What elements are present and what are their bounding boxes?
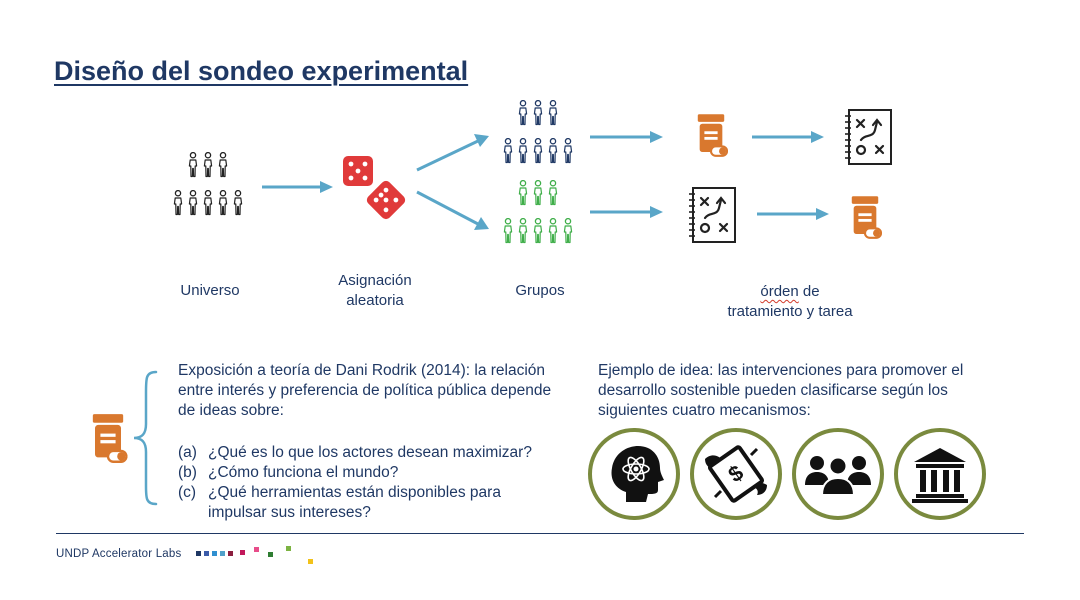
list-item: (b) ¿Cómo funciona el mundo? [178,463,578,483]
mechanism-circle-ideas [588,428,680,520]
list-marker: (b) [178,464,197,481]
group-a-people-icon [503,100,573,164]
label-orden-line1: órden de [700,282,880,302]
arrow-icon [416,190,489,230]
footer-brand: UNDP Accelerator Labs [56,548,182,560]
list-marker: (a) [178,444,197,461]
arrow-icon [590,206,663,218]
list-text: ¿Qué herramientas están disponibles para… [208,483,501,523]
label-asignacion-line1: Asignación [338,272,412,289]
strategy-board-icon [687,186,737,244]
mechanisms-line: Ejemplo de idea: las intervenciones para… [598,362,964,379]
arrow-icon [262,181,333,193]
list-text-line: ¿Qué herramientas están disponibles para [208,484,501,501]
money-wings-icon: $ [705,445,767,503]
rodrik-text-block: Exposición a teoría de Dani Rodrik (2014… [178,361,578,523]
rodrik-intro-line: entre interés y preferencia de política … [178,382,552,399]
label-orden-line2: tratamiento y tarea [727,303,853,320]
mechanisms-text-block: Ejemplo de idea: las intervenciones para… [598,361,1018,421]
arrow-icon [416,134,489,172]
curly-brace [133,370,158,506]
treatment-bottle-icon [91,413,128,463]
rodrik-intro-line: de ideas sobre: [178,402,284,419]
brand-color-dots [196,546,326,568]
mechanism-circle-people [792,428,884,520]
universe-people-icon [173,152,243,216]
slide-title: Diseño del sondeo experimental [54,56,469,86]
treatment-bottle-icon [696,113,728,157]
footer-divider [56,533,1024,534]
list-text: ¿Qué es lo que los actores desean maximi… [208,444,532,461]
label-grupos: Grupos [515,282,565,299]
strategy-board-icon [843,108,893,166]
mechanism-circle-institutions [894,428,986,520]
label-asignacion: Asignación aleatoria [320,271,430,311]
group-b-people-icon [503,180,573,244]
list-marker: (c) [178,484,197,501]
label-orden-word: órden [760,283,799,300]
mechanisms-line: desarrollo sostenible pueden clasificars… [598,382,948,399]
list-text: ¿Cómo funciona el mundo? [208,464,399,481]
list-item: (c) ¿Qué herramientas están disponibles … [178,483,578,523]
label-asignacion-line2: aleatoria [346,292,404,309]
institution-building-icon [912,448,968,503]
dice-icon [343,156,406,220]
rodrik-intro-line: Exposición a teoría de Dani Rodrik (2014… [178,362,546,379]
list-text-line: impulsar sus intereses? [208,504,371,521]
treatment-bottle-icon [850,195,882,239]
label-orden-rest: de [798,283,820,300]
experiment-flow-diagram [173,100,893,244]
arrow-icon [590,131,663,143]
mechanisms-line: siguientes cuatro mecanismos: [598,402,811,419]
head-atom-icon [611,446,664,502]
people-group-icon [805,456,871,496]
arrow-icon [752,131,824,143]
list-item: (a) ¿Qué es lo que los actores desean ma… [178,443,578,463]
arrow-icon [757,208,829,220]
mechanism-circle-money: $ [690,428,782,520]
label-universo: Universo [180,282,240,299]
label-orden: órden de tratamiento y tarea [700,282,880,322]
